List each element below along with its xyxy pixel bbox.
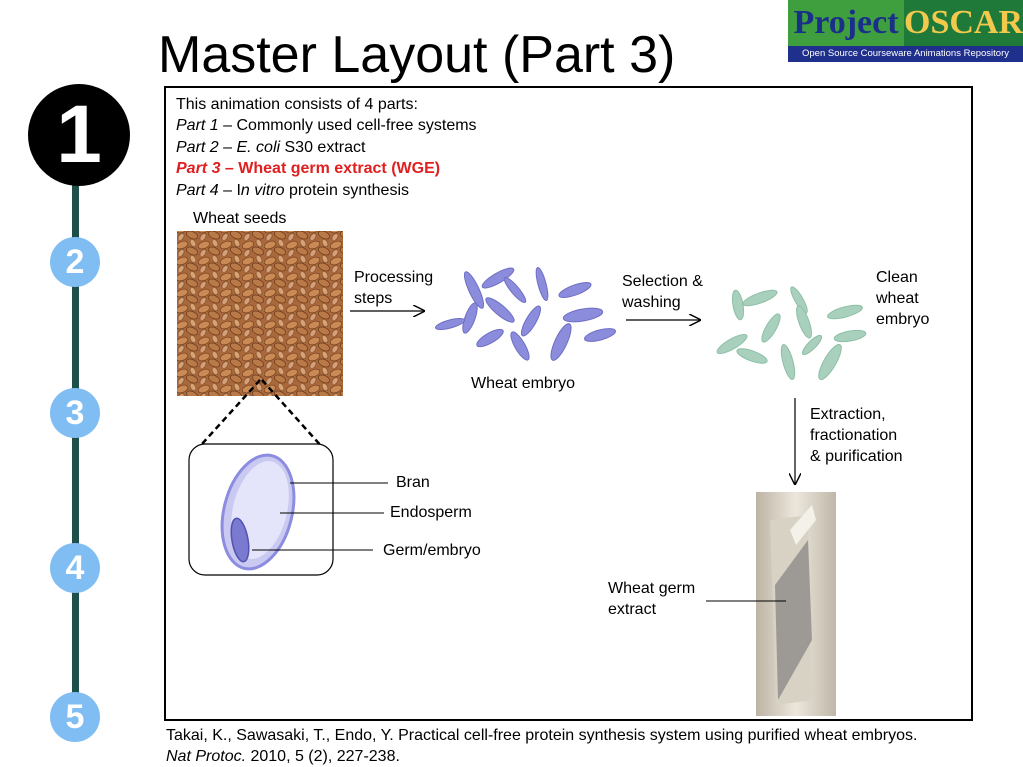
part-3-label: Part 3 — [176, 160, 221, 177]
citation: Takai, K., Sawasaki, T., Endo, Y. Practi… — [166, 725, 917, 767]
citation-source: Nat Protoc. 2010, 5 (2), 227-238. — [166, 748, 400, 765]
wheat-embryo-label: Wheat embryo — [471, 375, 576, 392]
wheat-germ-extract-label: Wheat germ extract — [608, 580, 696, 618]
intro-heading: This animation consists of 4 parts: — [176, 96, 418, 113]
part-3-line: Part 3 – Wheat germ extract (WGE) — [176, 160, 441, 177]
wheat-seeds-image — [177, 231, 343, 396]
wheat-seeds-label: Wheat seeds — [193, 210, 287, 227]
zoom-line-right — [261, 379, 324, 449]
clean-embryo-label: Clean wheat embryo — [876, 269, 930, 328]
logo-word-project: Project — [788, 0, 904, 46]
animation-frame — [164, 86, 973, 721]
page-title: Master Layout (Part 3) — [158, 26, 676, 84]
processing-steps-label: Processing steps — [354, 269, 434, 307]
part-1-label: Part 1 — [176, 117, 219, 134]
bran-label: Bran — [396, 474, 430, 491]
seed-germ — [230, 517, 250, 563]
wge-tube-image — [756, 492, 836, 716]
step-4-button[interactable]: 4 — [50, 543, 100, 593]
step-2-button[interactable]: 2 — [50, 237, 100, 287]
germ-embryo-label: Germ/embryo — [383, 542, 481, 559]
logo-word-oscar: OSCAR — [904, 0, 1023, 46]
wheat-embryo-cluster — [434, 267, 617, 361]
part-1-line: Part 1 – Commonly used cell-free systems — [176, 117, 477, 134]
part-4-line: Part 4 – In vitro protein synthesis — [176, 182, 410, 199]
clean-embryo-cluster — [716, 286, 867, 381]
zoom-line-left — [191, 379, 261, 456]
step-5-button[interactable]: 5 — [50, 692, 100, 742]
extraction-label: Extraction, fractionation & purification — [810, 406, 903, 465]
project-oscar-logo: Project OSCAR Open Source Courseware Ani… — [788, 0, 1023, 62]
citation-authors: Takai, K., Sawasaki, T., Endo, Y. Practi… — [166, 727, 918, 744]
step-3-button[interactable]: 3 — [50, 388, 100, 438]
step-1-button[interactable]: 1 — [28, 84, 130, 186]
part-4-label: Part 4 — [176, 182, 219, 199]
logo-subtitle: Open Source Courseware Animations Reposi… — [788, 46, 1023, 62]
selection-washing-label: Selection & washing — [622, 273, 703, 311]
endosperm-label: Endosperm — [390, 504, 472, 521]
part-2-line: Part 2 – E. coli S30 extract — [176, 139, 366, 156]
part-2-label: Part 2 — [176, 139, 219, 156]
